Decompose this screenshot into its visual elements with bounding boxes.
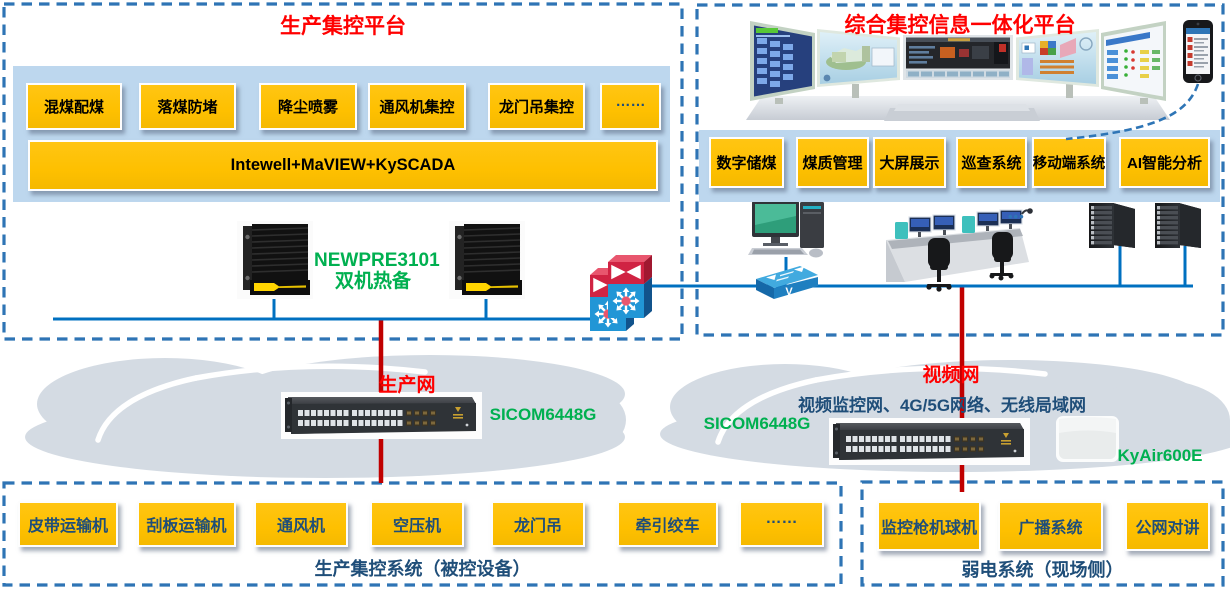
module-fan-control: 通风机集控 — [368, 83, 466, 130]
video-network-subtitle: 视频监控网、4G/5G网络、无线局域网 — [797, 396, 1087, 415]
module-digital-coal: 数字储煤 — [709, 137, 784, 188]
production-switch-model: SICOM6448G — [489, 405, 597, 424]
controlled-devices-box: 皮带运输机 刮板运输机 通风机 空压机 龙门吊 牵引绞车 …… 生产集控系统（被… — [4, 483, 841, 585]
production-network-name: 生产网 — [378, 375, 436, 396]
module-mobile: 移动端系统 — [1032, 137, 1106, 188]
video-network-name: 视频网 — [922, 365, 980, 386]
device-more: …… — [739, 501, 824, 547]
smartphone-icon — [1183, 20, 1213, 83]
integrated-platform-box-border — [695, 3, 1225, 337]
production-platform-box-border — [2, 2, 684, 341]
module-big-screen: 大屏展示 — [873, 137, 946, 188]
rack-switch-icon-video — [829, 418, 1030, 465]
device-cctv-cameras: 监控枪机球机 — [877, 501, 981, 551]
device-broadcast-system: 广播系统 — [998, 501, 1103, 551]
device-air-compressor: 空压机 — [370, 501, 464, 547]
module-ai-analysis: AI智能分析 — [1119, 137, 1210, 188]
integrated-platform-title: 综合集控信息一体化平台 — [844, 14, 1076, 37]
device-public-network-intercom: 公网对讲 — [1125, 501, 1210, 551]
device-fan: 通风机 — [254, 501, 348, 547]
weak-current-box-border — [860, 480, 1225, 587]
console-ellipsis: ••• — [1008, 209, 1025, 224]
device-traction-winch: 牵引绞车 — [617, 501, 718, 547]
controlled-devices-title: 生产集控系统（被控设备） — [314, 559, 531, 579]
monitor-wall-image — [746, 21, 1170, 121]
video-switch-model: SICOM6448G — [703, 414, 811, 433]
desktop-pc-icon — [748, 199, 828, 258]
weak-current-box: 监控枪机球机 广播系统 公网对讲 弱电系统（现场侧） — [862, 482, 1223, 585]
module-coal-quality: 煤质管理 — [796, 137, 869, 188]
production-platform-title: 生产集控平台 — [280, 15, 406, 38]
module-dust-spray: 降尘喷雾 — [259, 83, 357, 130]
module-more: …… — [600, 83, 661, 130]
wireless-ap-icon — [1056, 416, 1119, 462]
controlled-devices-box-border — [2, 481, 843, 587]
device-belt-conveyor: 皮带运输机 — [18, 501, 118, 547]
platform-software-bar: Intewell+MaVIEW+KySCADA — [28, 140, 658, 191]
weak-current-title: 弱电系统（现场侧） — [961, 560, 1124, 580]
wireless-ap-model: KyAir600E — [1117, 446, 1203, 465]
newpre3101-device-icon — [237, 220, 526, 300]
workgroup-switch-icon: V — [756, 266, 818, 299]
production-network-cloud — [25, 355, 626, 478]
rack-switch-icon-production — [281, 392, 482, 439]
module-mixing-coal: 混煤配煤 — [26, 83, 122, 130]
svg-text:V: V — [785, 286, 793, 298]
integrated-platform-box: 综合集控信息一体化平台 数字储煤 煤质管理 大屏展示 巡查系统 移动端系统 AI… — [697, 5, 1223, 335]
module-inspection: 巡查系统 — [956, 137, 1027, 188]
device-gantry-crane: 龙门吊 — [491, 501, 585, 547]
server-rack-icons — [1089, 203, 1201, 248]
device-scraper-conveyor: 刮板运输机 — [137, 501, 236, 547]
module-coal-drop: 落煤防堵 — [139, 83, 236, 130]
control-console-icon — [886, 208, 1033, 292]
newpre-server-label: NEWPRE3101 双机热备 — [314, 250, 440, 293]
production-platform-box: 生产集控平台 混煤配煤 落煤防堵 降尘喷雾 通风机集控 龙门吊集控 …… Int… — [4, 4, 682, 339]
module-gantry-crane: 龙门吊集控 — [488, 83, 585, 130]
